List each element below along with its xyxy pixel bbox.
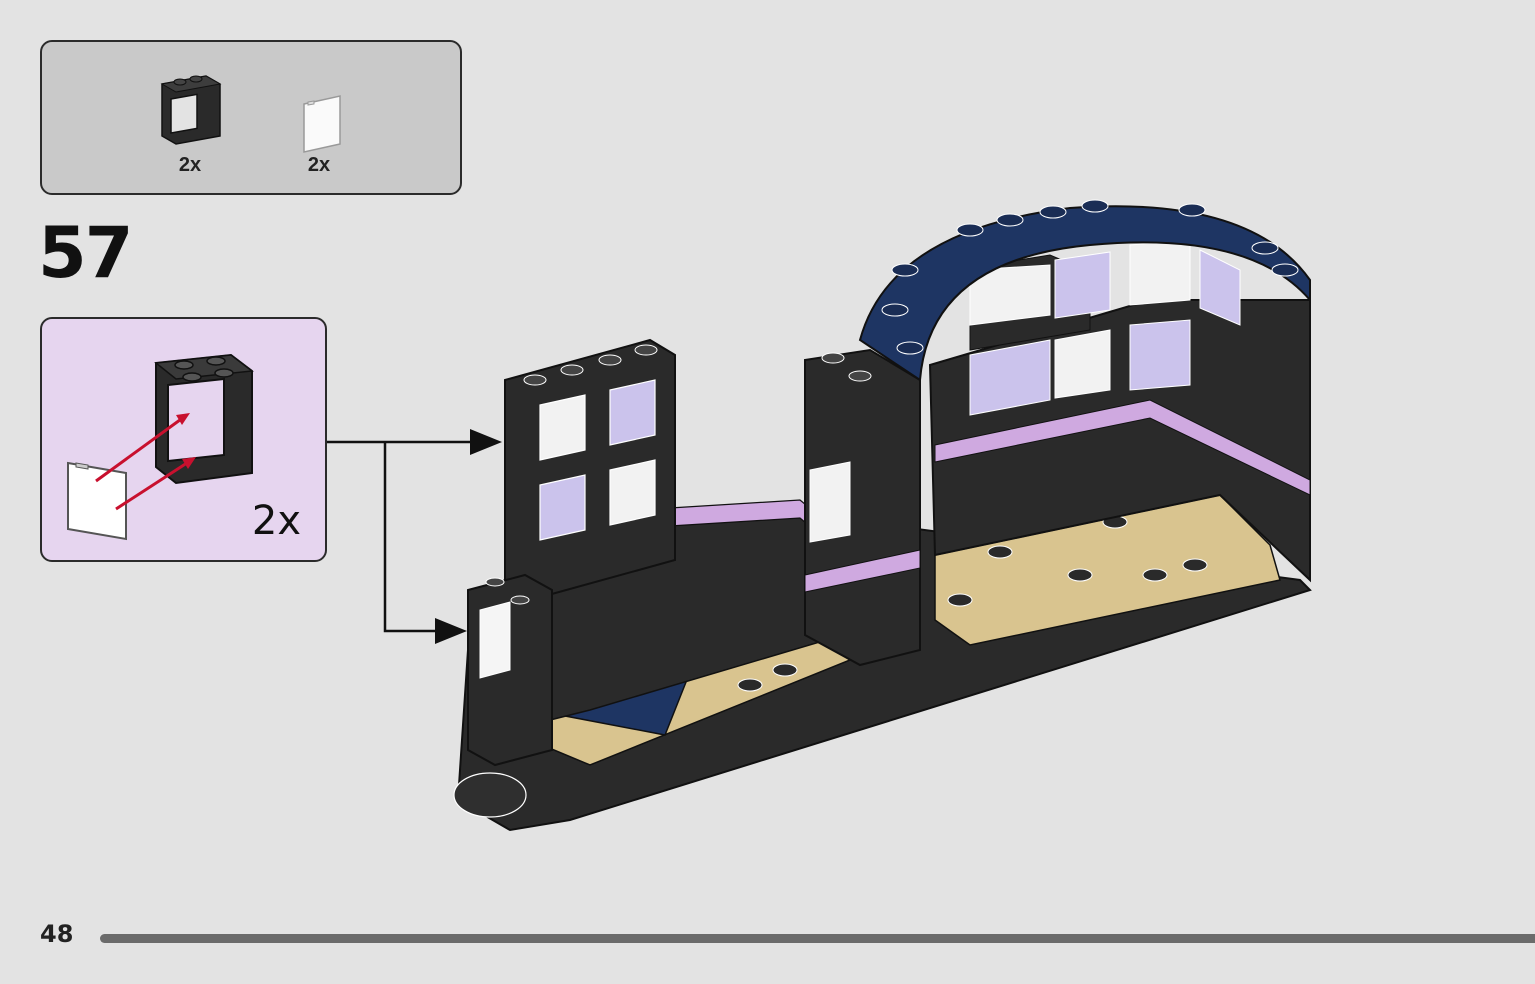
- sub-assembly-quantity: 2x: [251, 498, 301, 544]
- parts-list-box: 2x 2x: [40, 40, 462, 195]
- window-glass-icon: [303, 95, 341, 153]
- page-number: 48: [40, 920, 74, 948]
- window-insert-illustration: [67, 353, 254, 541]
- placement-arrows: [327, 429, 502, 644]
- part-quantity: 2x: [178, 154, 202, 176]
- window-frame-icon: [160, 75, 222, 145]
- sub-assembly-box: 2x: [40, 317, 327, 562]
- progress-bar: [100, 934, 1535, 943]
- part-window-frame: 2x: [154, 70, 226, 176]
- step-number: 57: [38, 212, 133, 294]
- part-window-glass: 2x: [294, 92, 344, 176]
- part-quantity: 2x: [307, 154, 331, 176]
- model-illustration: [453, 199, 1312, 832]
